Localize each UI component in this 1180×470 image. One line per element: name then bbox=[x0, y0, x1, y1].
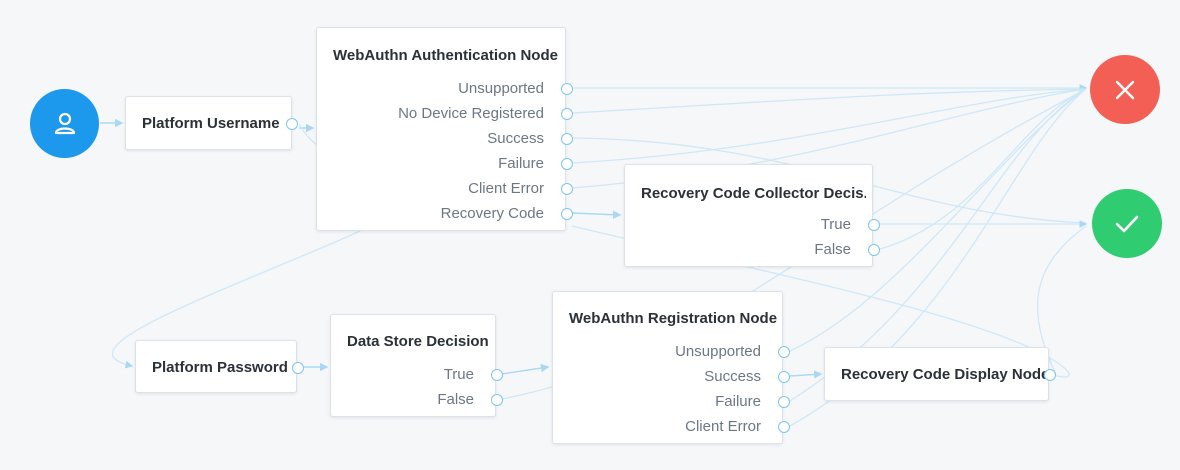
output-port[interactable] bbox=[491, 369, 503, 381]
node-data-store-decision[interactable]: Data Store Decision True False bbox=[330, 314, 503, 417]
node-platform-username[interactable]: Platform Username bbox=[125, 96, 298, 150]
output-port[interactable] bbox=[778, 421, 790, 433]
node-title: WebAuthn Authentication Node bbox=[333, 47, 558, 64]
node-recovery-code-display[interactable]: Recovery Code Display Node bbox=[824, 347, 1056, 401]
output-port[interactable] bbox=[491, 394, 503, 406]
outcome-success: Success bbox=[704, 368, 761, 385]
outcome-success: Success bbox=[487, 130, 544, 147]
outcome-unsupported: Unsupported bbox=[458, 80, 544, 97]
user-icon bbox=[54, 112, 75, 134]
output-port[interactable] bbox=[561, 183, 573, 195]
node-title: Platform Username bbox=[142, 115, 280, 132]
start-node[interactable] bbox=[30, 89, 99, 158]
output-port[interactable] bbox=[561, 208, 573, 220]
node-title: Data Store Decision bbox=[347, 333, 489, 350]
node-title: Recovery Code Display Node bbox=[841, 366, 1050, 383]
outcome-true: True bbox=[443, 366, 474, 383]
connection bbox=[879, 88, 1087, 250]
outcome-client-error: Client Error bbox=[468, 180, 544, 197]
output-port[interactable] bbox=[561, 83, 573, 95]
close-icon bbox=[1115, 80, 1135, 99]
node-title: Platform Password bbox=[152, 359, 288, 376]
output-port[interactable] bbox=[1044, 369, 1056, 381]
output-port[interactable] bbox=[868, 244, 880, 256]
outcome-recovery-code: Recovery Code bbox=[440, 205, 544, 222]
check-icon bbox=[1115, 215, 1139, 232]
outcome-failure: Failure bbox=[498, 155, 544, 172]
output-port[interactable] bbox=[561, 108, 573, 120]
outcome-unsupported: Unsupported bbox=[675, 343, 761, 360]
node-title: Recovery Code Collector Decis... bbox=[641, 185, 866, 202]
output-port[interactable] bbox=[778, 371, 790, 383]
node-platform-password[interactable]: Platform Password bbox=[135, 340, 304, 393]
outcome-no-device-registered: No Device Registered bbox=[398, 105, 544, 122]
success-node[interactable] bbox=[1092, 189, 1162, 258]
connection bbox=[789, 370, 823, 379]
connection bbox=[571, 88, 1087, 114]
output-port[interactable] bbox=[292, 362, 304, 374]
failure-node[interactable] bbox=[1090, 55, 1160, 124]
connection bbox=[571, 88, 1087, 164]
output-port[interactable] bbox=[778, 346, 790, 358]
connection bbox=[501, 363, 550, 375]
node-recovery-code-collector[interactable]: Recovery Code Collector Decis... True Fa… bbox=[624, 164, 880, 267]
output-port[interactable] bbox=[286, 118, 298, 130]
outcome-failure: Failure bbox=[715, 393, 761, 410]
outcome-true: True bbox=[820, 216, 851, 233]
node-webauthn-authentication[interactable]: WebAuthn Authentication Node Unsupported… bbox=[316, 27, 573, 231]
outcome-false: False bbox=[814, 241, 851, 258]
output-port[interactable] bbox=[868, 219, 880, 231]
output-port[interactable] bbox=[561, 158, 573, 170]
node-webauthn-registration[interactable]: WebAuthn Registration Node Unsupported S… bbox=[552, 291, 790, 444]
outcome-client-error: Client Error bbox=[685, 418, 761, 435]
connection bbox=[571, 210, 622, 219]
output-port[interactable] bbox=[561, 133, 573, 145]
outcome-false: False bbox=[437, 391, 474, 408]
node-title: WebAuthn Registration Node bbox=[569, 310, 778, 327]
output-port[interactable] bbox=[778, 396, 790, 408]
